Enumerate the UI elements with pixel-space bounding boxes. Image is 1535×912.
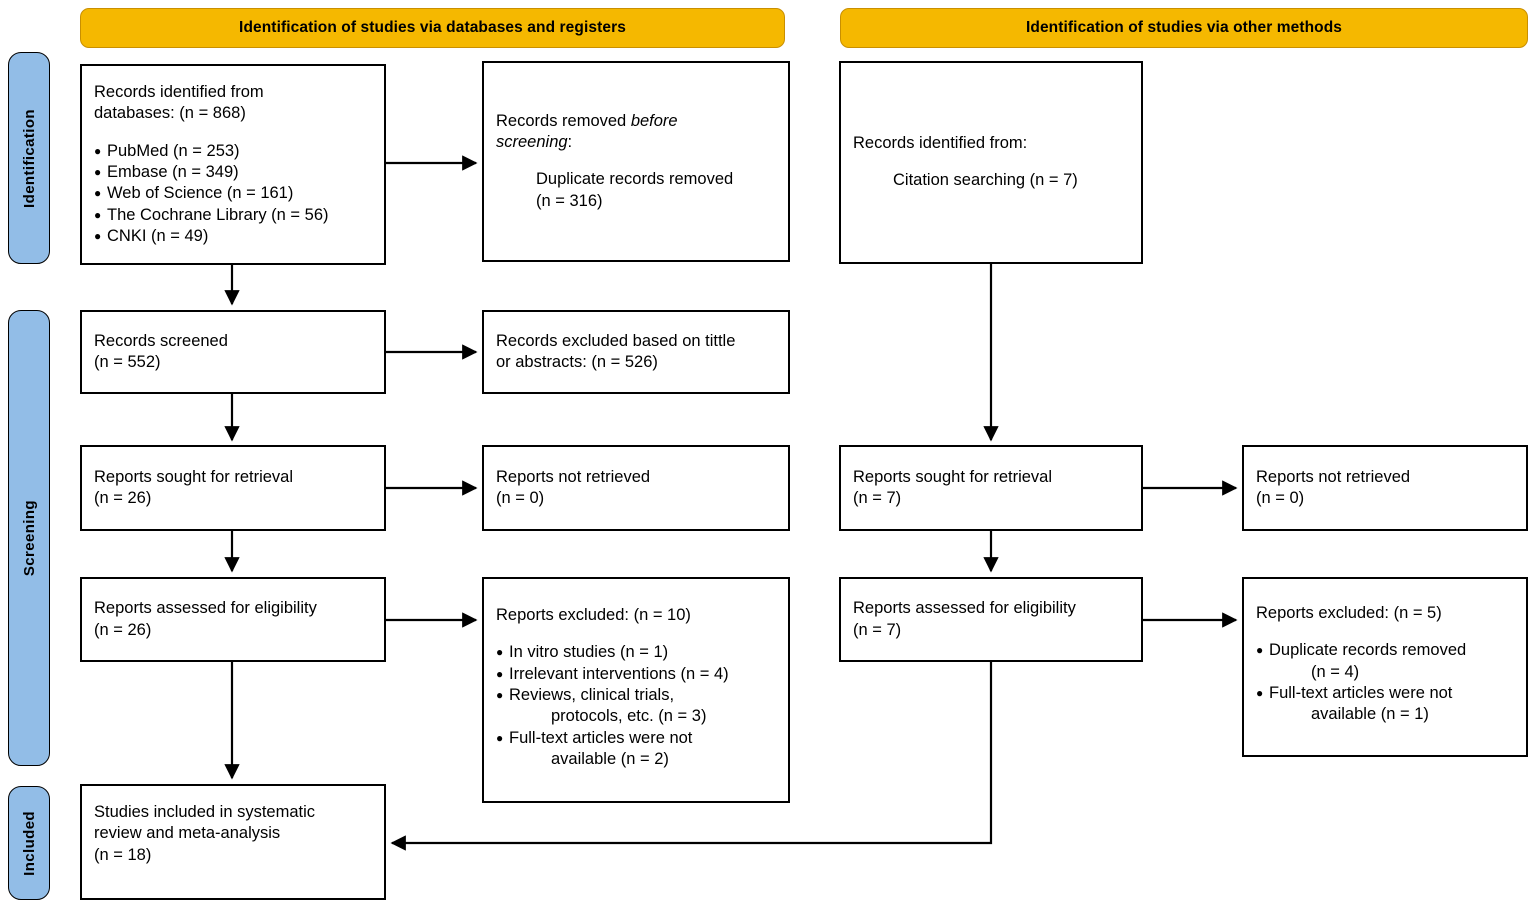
records-screened-line1: Records screened [94,331,228,350]
side-label-screening-text: Screening [20,499,38,577]
banner-other-label: Identification of studies via other meth… [1025,19,1343,36]
reports-not-retrieved-left-line2: (n = 0) [496,489,545,507]
reports-excluded-left-heading: Reports excluded: (n = 10) [496,606,691,624]
list-item: Full-text articles were not available (n … [1256,683,1514,726]
box-records-screened: Records screened (n = 552) [80,310,386,394]
reason-cont: available (n = 1) [1311,705,1429,724]
spacer [496,626,776,642]
records-removed-line1-italic: before [630,111,678,130]
records-excluded-line2: or abstracts: (n = 526) [496,353,658,371]
box-reports-assessed-right: Reports assessed for eligibility (n = 7) [839,577,1143,662]
list-item: Embase (n = 349) [94,162,372,183]
records-removed-line2-plain: : [567,133,573,152]
reason-cont: protocols, etc. (n = 3) [551,707,707,726]
records-excluded-line1: Records excluded based on tittle [496,331,736,350]
reason-cont: available (n = 2) [551,750,669,769]
box-records-identified-other: Records identified from: Citation search… [839,61,1143,264]
reason-text: Full-text articles were not [1269,683,1453,702]
reports-sought-left-line1: Reports sought for retrieval [94,467,294,486]
box-reports-not-retrieved-left: Reports not retrieved (n = 0) [482,445,790,531]
list-item: Duplicate records removed (n = 4) [1256,640,1514,683]
side-label-included: Included [8,786,50,900]
box-studies-included: Studies included in systematic review an… [80,784,386,900]
reports-assessed-left-line2: (n = 26) [94,620,152,639]
reason-text: Full-text articles were not [509,728,693,747]
side-label-screening: Screening [8,310,50,766]
records-removed-detail1: Duplicate records removed [536,170,734,189]
studies-included-line3: (n = 18) [94,845,152,864]
list-item: PubMed (n = 253) [94,141,372,162]
reports-not-retrieved-right-line1: Reports not retrieved [1256,467,1411,486]
list-item: Full-text articles were not available (n … [496,728,776,771]
list-item: In vitro studies (n = 1) [496,642,776,663]
reports-assessed-right-line2: (n = 7) [853,620,902,639]
reports-assessed-left-line1: Reports assessed for eligibility [94,599,317,618]
box-reports-excluded-left: Reports excluded: (n = 10) In vitro stud… [482,577,790,803]
records-identified-other-detail1: Citation searching (n = 7) [893,171,1078,190]
box-reports-sought-right: Reports sought for retrieval (n = 7) [839,445,1143,531]
list-item: Web of Science (n = 161) [94,183,372,204]
studies-included-line1: Studies included in systematic [94,803,316,821]
spacer [1256,624,1514,640]
reason-text: Duplicate records removed [1269,641,1467,660]
reports-not-retrieved-left-line1: Reports not retrieved [496,467,651,486]
records-screened-line2: (n = 552) [94,353,161,371]
box-reports-not-retrieved-right: Reports not retrieved (n = 0) [1242,445,1528,531]
records-removed-line2: screening: [496,132,776,153]
reason-cont: (n = 4) [1311,662,1360,681]
banner-other-methods: Identification of studies via other meth… [840,8,1528,48]
banner-databases-registers: Identification of studies via databases … [80,8,785,48]
records-removed-line1-plain: Records removed [496,111,631,130]
reason-text: Irrelevant interventions (n = 4) [509,664,729,683]
spacer [94,125,372,141]
reports-sought-left-line2: (n = 26) [94,489,152,507]
studies-included-line2: review and meta-analysis [94,824,281,843]
side-label-identification-text: Identification [20,108,38,208]
side-label-included-text: Included [20,810,38,876]
box-reports-assessed-left: Reports assessed for eligibility (n = 26… [80,577,386,662]
reports-assessed-right-line1: Reports assessed for eligibility [853,599,1076,618]
list-item: Irrelevant interventions (n = 4) [496,664,776,685]
box-reports-sought-left: Reports sought for retrieval (n = 26) [80,445,386,531]
list-item: CNKI (n = 49) [94,226,372,247]
side-label-identification: Identification [8,52,50,264]
banner-databases-label: Identification of studies via databases … [239,19,626,36]
list-item: The Cochrane Library (n = 56) [94,205,372,226]
reports-excluded-right-heading: Reports excluded: (n = 5) [1256,604,1442,622]
reports-excluded-right-reason-list: Duplicate records removed (n = 4) Full-te… [1256,640,1514,726]
records-identified-other-line1: Records identified from: [853,134,1028,153]
reason-text: Reviews, clinical trials, [509,685,675,704]
reports-sought-right-line2: (n = 7) [853,489,902,507]
spacer [853,155,1129,171]
box-records-removed-before-screening: Records removed before screening: Duplic… [482,61,790,262]
reports-sought-right-line1: Reports sought for retrieval [853,467,1053,486]
reason-text: In vitro studies (n = 1) [509,643,669,662]
records-identified-source-list: PubMed (n = 253) Embase (n = 349) Web of… [94,141,372,248]
box-records-identified-databases: Records identified from databases: (n = … [80,64,386,265]
records-identified-line1: Records identified from [94,83,264,101]
spacer [496,154,776,170]
reports-not-retrieved-right-line2: (n = 0) [1256,489,1305,507]
records-identified-line2: databases: (n = 868) [94,104,246,123]
box-records-excluded: Records excluded based on tittle or abst… [482,310,790,394]
list-item: Reviews, clinical trials, protocols, etc.… [496,685,776,728]
records-removed-line2-italic: screening [496,133,568,152]
records-removed-detail2: (n = 316) [536,191,603,210]
reports-excluded-left-reason-list: In vitro studies (n = 1) Irrelevant inte… [496,642,776,771]
records-removed-line1: Records removed before [496,111,776,132]
box-reports-excluded-right: Reports excluded: (n = 5) Duplicate reco… [1242,577,1528,757]
